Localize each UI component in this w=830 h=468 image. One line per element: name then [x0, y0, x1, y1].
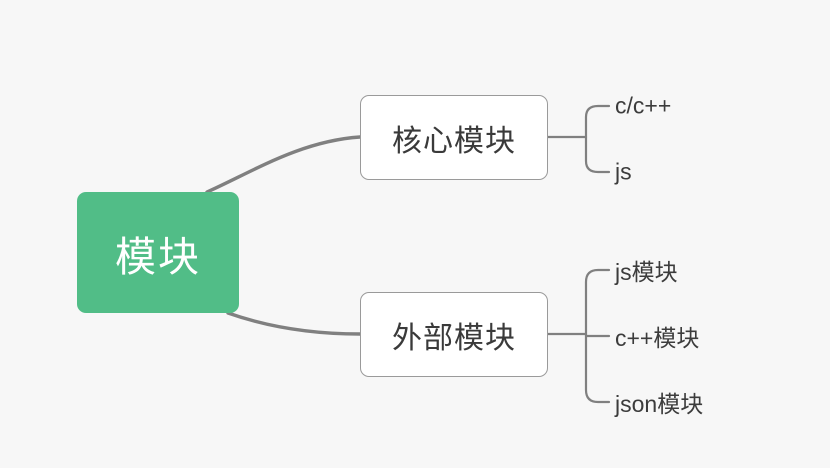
edge-core-to-js [584, 135, 611, 174]
edge-external-to-js-module [584, 268, 611, 336]
root-node[interactable]: 模块 [77, 192, 239, 313]
leaf-node-json-module[interactable]: json模块 [615, 391, 704, 417]
branch-node-core-label: 核心模块 [392, 124, 516, 158]
edge-core-to-c-cpp [584, 104, 611, 139]
leaf-node-c-cpp[interactable]: c/c++ [615, 92, 672, 119]
branch-node-core[interactable]: 核心模块 [360, 95, 548, 180]
root-node-label: 模块 [115, 233, 201, 280]
branch-node-external-label: 外部模块 [392, 321, 516, 355]
edge-root-to-external [226, 311, 362, 336]
edge-root-to-core [205, 135, 362, 194]
edge-external-to-json-module [584, 332, 611, 404]
leaf-node-js-module[interactable]: js模块 [615, 259, 678, 285]
leaf-node-cpp-module[interactable]: c++模块 [615, 325, 700, 351]
branch-node-external[interactable]: 外部模块 [360, 292, 548, 377]
leaf-node-js[interactable]: js [615, 158, 632, 185]
